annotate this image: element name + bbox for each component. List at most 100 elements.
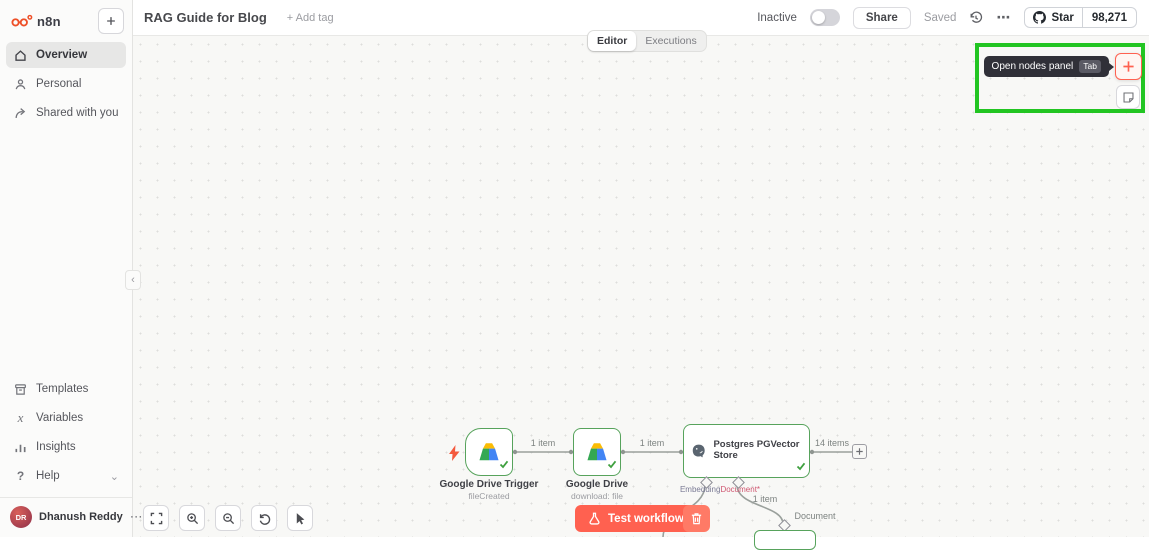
node-google-drive-trigger[interactable] [449, 428, 513, 476]
github-star-widget: Star 98,271 [1024, 7, 1137, 28]
open-nodes-panel-button[interactable] [1115, 53, 1142, 80]
test-workflow-label: Test workflow [608, 512, 684, 525]
github-star-button[interactable]: Star [1025, 8, 1081, 27]
node-google-drive[interactable] [573, 428, 621, 476]
connection-items-label: 1 item [752, 494, 778, 504]
share-button[interactable]: Share [852, 6, 911, 29]
sidebar-item-label: Templates [36, 383, 89, 395]
open-nodes-panel-tooltip: Open nodes panel Tab [983, 56, 1114, 77]
success-check-icon [796, 458, 806, 476]
question-icon: ? [16, 469, 25, 483]
sidebar-collapse-button[interactable]: ‹ [125, 270, 141, 290]
user-options-icon[interactable]: ⋯ [129, 509, 144, 524]
fit-view-button[interactable] [143, 505, 169, 531]
history-icon[interactable] [969, 11, 983, 25]
undo-button[interactable] [251, 505, 277, 531]
sidebar-item-label: Insights [36, 441, 76, 453]
sidebar-item-help[interactable]: ? Help ⌄ [6, 463, 126, 489]
sidebar-item-label: Shared with you [36, 107, 119, 119]
zoom-in-button[interactable] [179, 505, 205, 531]
add-next-node-button[interactable] [852, 444, 867, 459]
sidebar-item-shared-with-you[interactable]: Shared with you [6, 100, 126, 126]
undo-icon [259, 513, 270, 525]
star-count[interactable]: 98,271 [1081, 8, 1136, 27]
new-workflow-button[interactable] [98, 8, 124, 34]
tab-editor[interactable]: Editor [588, 31, 637, 51]
connection-items-label: 1 item [530, 438, 556, 448]
flask-icon [589, 512, 600, 525]
sidebar-nav: Overview Personal Shared with you [0, 40, 132, 128]
github-octocat-icon [1033, 11, 1047, 24]
tooltip-arrow [1109, 63, 1114, 71]
zoom-out-icon [222, 512, 234, 524]
variable-x-icon: x [17, 410, 24, 425]
more-options-icon[interactable]: ⋯ [996, 9, 1012, 25]
n8n-logo-icon [11, 14, 33, 27]
pointer-mode-button[interactable] [287, 505, 313, 531]
plus-icon [856, 448, 863, 455]
connection-items-label: 1 item [639, 438, 665, 448]
active-state-label: Inactive [757, 11, 797, 24]
sidebar-item-templates[interactable]: Templates [6, 376, 126, 402]
toggle-knob [811, 11, 825, 24]
sidebar-item-variables[interactable]: x Variables [6, 405, 126, 431]
node-postgres-pgvector-store[interactable]: Postgres PGVector Store [683, 424, 810, 478]
sidebar: n8n Overview Personal Shared with you [0, 0, 143, 537]
sidebar-item-label: Variables [36, 412, 84, 424]
sub-input-labels: EmbeddingDocument* [672, 485, 768, 494]
pointer-icon [296, 512, 304, 524]
workflow-title[interactable]: RAG Guide for Blog [144, 10, 267, 25]
google-drive-icon [587, 443, 607, 461]
user-icon [13, 78, 28, 91]
saved-status: Saved [923, 11, 957, 24]
trigger-bolt-icon [449, 445, 460, 466]
bar-chart-icon [13, 441, 28, 454]
tooltip-text: Open nodes panel [991, 61, 1074, 72]
box-icon [13, 383, 28, 396]
node-document-loader-partial[interactable] [754, 530, 816, 550]
active-toggle[interactable] [809, 9, 840, 26]
star-label: Star [1051, 11, 1074, 24]
sticky-note-icon [1123, 92, 1133, 102]
zoom-in-icon [186, 512, 198, 524]
fit-view-icon [150, 512, 162, 524]
success-check-icon [607, 456, 617, 474]
add-sticky-note-button[interactable] [1116, 85, 1140, 109]
avatar: DR [10, 506, 32, 528]
success-check-icon [499, 456, 509, 474]
sidebar-item-overview[interactable]: Overview [6, 42, 126, 68]
test-workflow-button[interactable]: Test workflow [575, 505, 697, 532]
logo-text: n8n [37, 13, 61, 29]
delete-button[interactable] [683, 505, 710, 532]
sidebar-item-label: Help [36, 470, 60, 482]
home-icon [13, 49, 28, 62]
zoom-out-button[interactable] [215, 505, 241, 531]
n8n-logo: n8n [10, 13, 61, 29]
plus-icon [107, 17, 115, 25]
google-drive-icon [479, 443, 499, 461]
chevron-down-icon: ⌄ [109, 470, 119, 483]
user-name: Dhanush Reddy [39, 511, 123, 523]
tab-executions[interactable]: Executions [645, 35, 697, 47]
connection-items-label: 14 items [814, 438, 849, 448]
postgres-icon [692, 444, 705, 458]
user-menu[interactable]: DR Dhanush Reddy ⋯ [0, 498, 143, 537]
view-tabs: Editor Executions [587, 30, 707, 52]
tab-shortcut-badge: Tab [1079, 60, 1101, 73]
sidebar-item-insights[interactable]: Insights [6, 434, 126, 460]
sidebar-item-personal[interactable]: Personal [6, 71, 126, 97]
canvas-controls [143, 505, 313, 531]
node-name: Postgres PGVector Store [713, 439, 800, 461]
embedding-port-label: Embedding [679, 485, 721, 494]
main-area: RAG Guide for Blog + Add tag Inactive Sh… [132, 0, 1149, 550]
trash-icon [691, 513, 702, 525]
node-label-google-drive: Google Drive download: file [565, 479, 629, 501]
add-tag-button[interactable]: + Add tag [286, 11, 334, 24]
node-label-google-drive-trigger: Google Drive Trigger fileCreated [439, 479, 539, 501]
share-arrow-icon [13, 107, 28, 120]
workflow-canvas[interactable] [132, 36, 1149, 537]
sidebar-item-label: Overview [36, 49, 88, 61]
sidebar-header: n8n [0, 0, 132, 40]
document-connection-label: Document [794, 511, 836, 521]
sidebar-bottom: Templates x Variables Insights ? Help ⌄ … [0, 374, 143, 537]
